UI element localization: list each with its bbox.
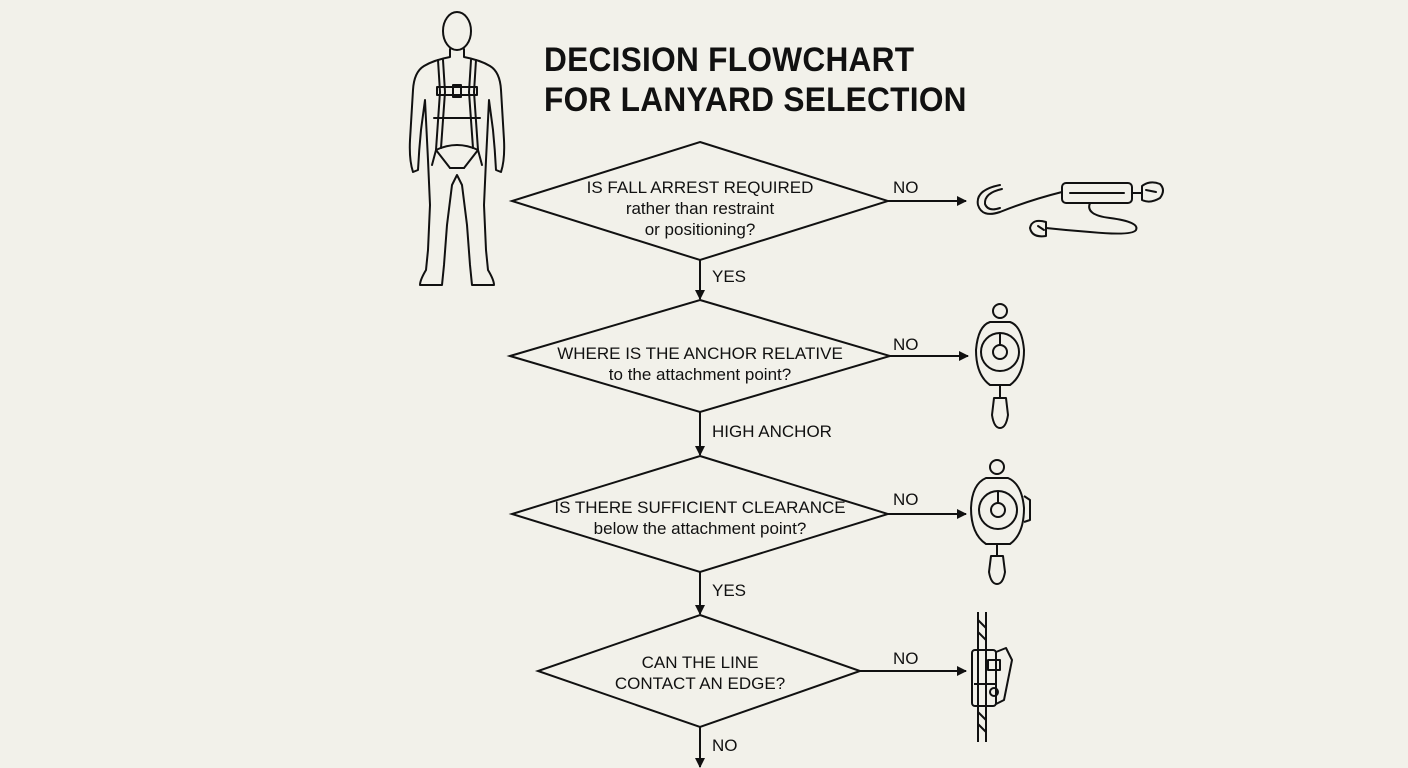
- edge-label-q1-no: NO: [893, 178, 919, 197]
- edge-label-q4-no: NO: [893, 649, 919, 668]
- self-retracting-lifeline-icon: [975, 303, 1025, 429]
- edge-label-q1-yes: YES: [712, 267, 747, 286]
- rope-grab-fall-arrester-icon: [971, 612, 1013, 742]
- edge-label-q2-high-anchor: HIGH ANCHOR: [712, 422, 832, 441]
- edge-label-q2-no: NO: [893, 335, 919, 354]
- edge-label-q4-down: NO: [712, 736, 738, 755]
- question-1-text: IS FALL ARREST REQUIRED rather than rest…: [586, 178, 814, 239]
- title-line-1: DECISION FLOWCHART: [544, 41, 915, 79]
- self-retracting-lifeline-icon: [970, 459, 1031, 585]
- question-4-text: CAN THE LINE CONTACT AN EDGE?: [614, 653, 786, 693]
- edge-label-q3-yes: YES: [712, 581, 747, 600]
- title-line-2: FOR LANYARD SELECTION: [544, 81, 967, 119]
- edge-label-q3-no: NO: [893, 490, 919, 509]
- question-2-text: WHERE IS THE ANCHOR RELATIVE to the atta…: [557, 344, 843, 384]
- shock-absorbing-lanyard-icon: [976, 181, 1164, 238]
- question-3-text: IS THERE SUFFICIENT CLEARANCE below the …: [554, 498, 846, 538]
- page-title: DECISION FLOWCHART FOR LANYARD SELECTION: [544, 40, 967, 120]
- harness-figure-icon: [408, 11, 506, 286]
